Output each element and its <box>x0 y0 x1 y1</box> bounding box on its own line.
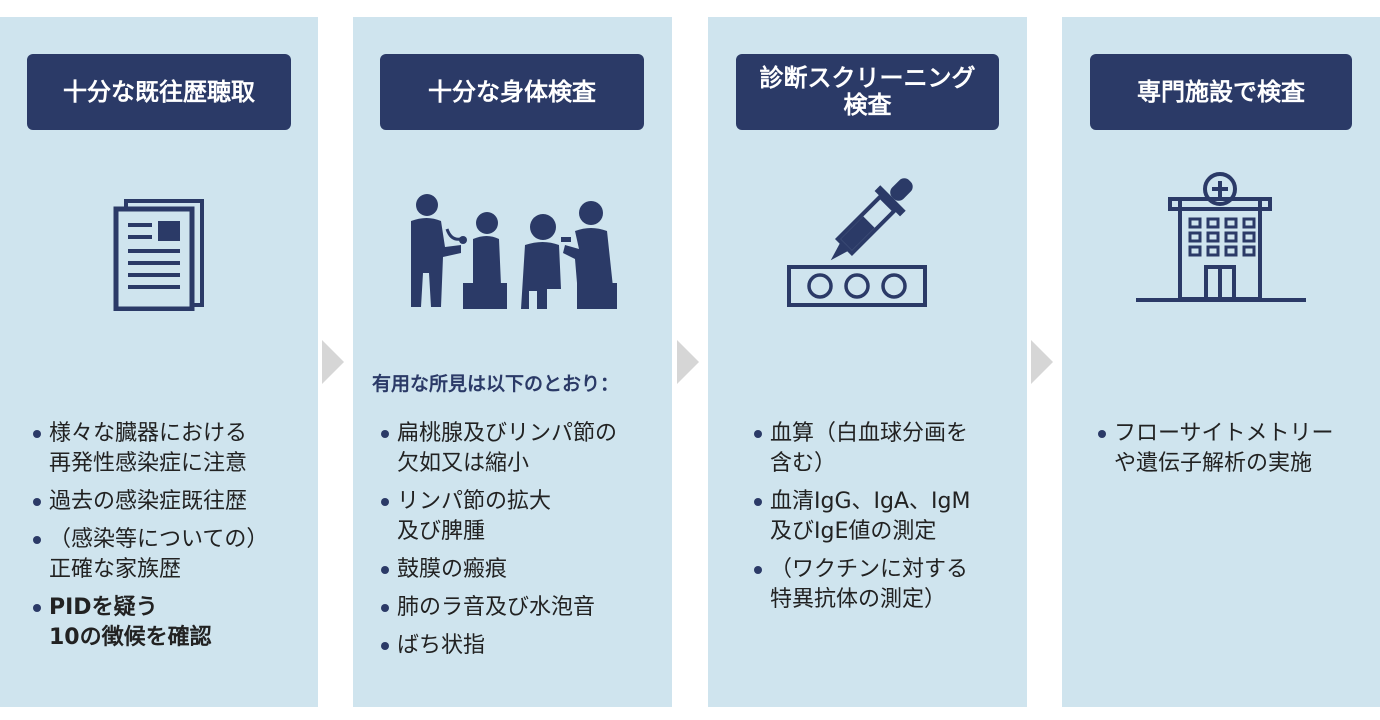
chevron-right-icon <box>1031 340 1053 384</box>
list-item: （ワクチンに対する 特異抗体の測定） <box>752 555 1022 615</box>
column-specialist: 専門施設で検査 フローサイトメトリー や遺伝子解析の実施 <box>1062 17 1380 707</box>
chevron-right-icon <box>322 340 344 384</box>
document-icon <box>112 199 204 311</box>
column-header: 十分な身体検査 <box>380 54 644 130</box>
list-item: 過去の感染症既往歴 <box>31 487 311 517</box>
list-item: 様々な臓器における 再発性感染症に注意 <box>31 419 311 479</box>
findings-lead: 有用な所見は以下のとおり： <box>372 373 620 395</box>
dropper-icon <box>786 167 928 309</box>
column-header: 専門施設で検査 <box>1090 54 1352 130</box>
column-header: 十分な既往歴聴取 <box>27 54 291 130</box>
item-list: 様々な臓器における 再発性感染症に注意 過去の感染症既往歴 （感染等についての）… <box>31 419 311 661</box>
column-screening: 診断スクリーニング 検査 血算（白血球分画を 含む） 血清IgG、IgA、IgM… <box>708 17 1027 707</box>
hospital-icon <box>1134 167 1308 307</box>
list-item: PIDを疑う 10の徴候を確認 <box>31 593 311 653</box>
item-list: フローサイトメトリー や遺伝子解析の実施 <box>1096 419 1376 487</box>
physical-exam-icon <box>403 187 618 312</box>
chevron-right-icon <box>677 340 699 384</box>
list-item: リンパ節の拡大 及び脾腫 <box>379 487 669 547</box>
list-item: 鼓膜の瘢痕 <box>379 555 669 585</box>
list-item: フローサイトメトリー や遺伝子解析の実施 <box>1096 419 1376 479</box>
list-item: 血清IgG、IgA、IgM 及びIgE値の測定 <box>752 487 1022 547</box>
list-item: 血算（白血球分画を 含む） <box>752 419 1022 479</box>
column-header: 診断スクリーニング 検査 <box>736 54 999 130</box>
column-history: 十分な既往歴聴取 様々な臓器における 再発性感染症に注意 過去の感染症既往歴 （… <box>0 17 318 707</box>
list-item: 肺のラ音及び水泡音 <box>379 593 669 623</box>
item-list: 血算（白血球分画を 含む） 血清IgG、IgA、IgM 及びIgE値の測定 （ワ… <box>752 419 1022 623</box>
item-list: 扁桃腺及びリンパ節の 欠如又は縮小 リンパ節の拡大 及び脾腫 鼓膜の瘢痕 肺のラ… <box>379 419 669 669</box>
column-physical-exam: 十分な身体検査 有用な所見は以 <box>353 17 672 707</box>
list-item: （感染等についての） 正確な家族歴 <box>31 525 311 585</box>
list-item: 扁桃腺及びリンパ節の 欠如又は縮小 <box>379 419 669 479</box>
list-item: ばち状指 <box>379 631 669 661</box>
